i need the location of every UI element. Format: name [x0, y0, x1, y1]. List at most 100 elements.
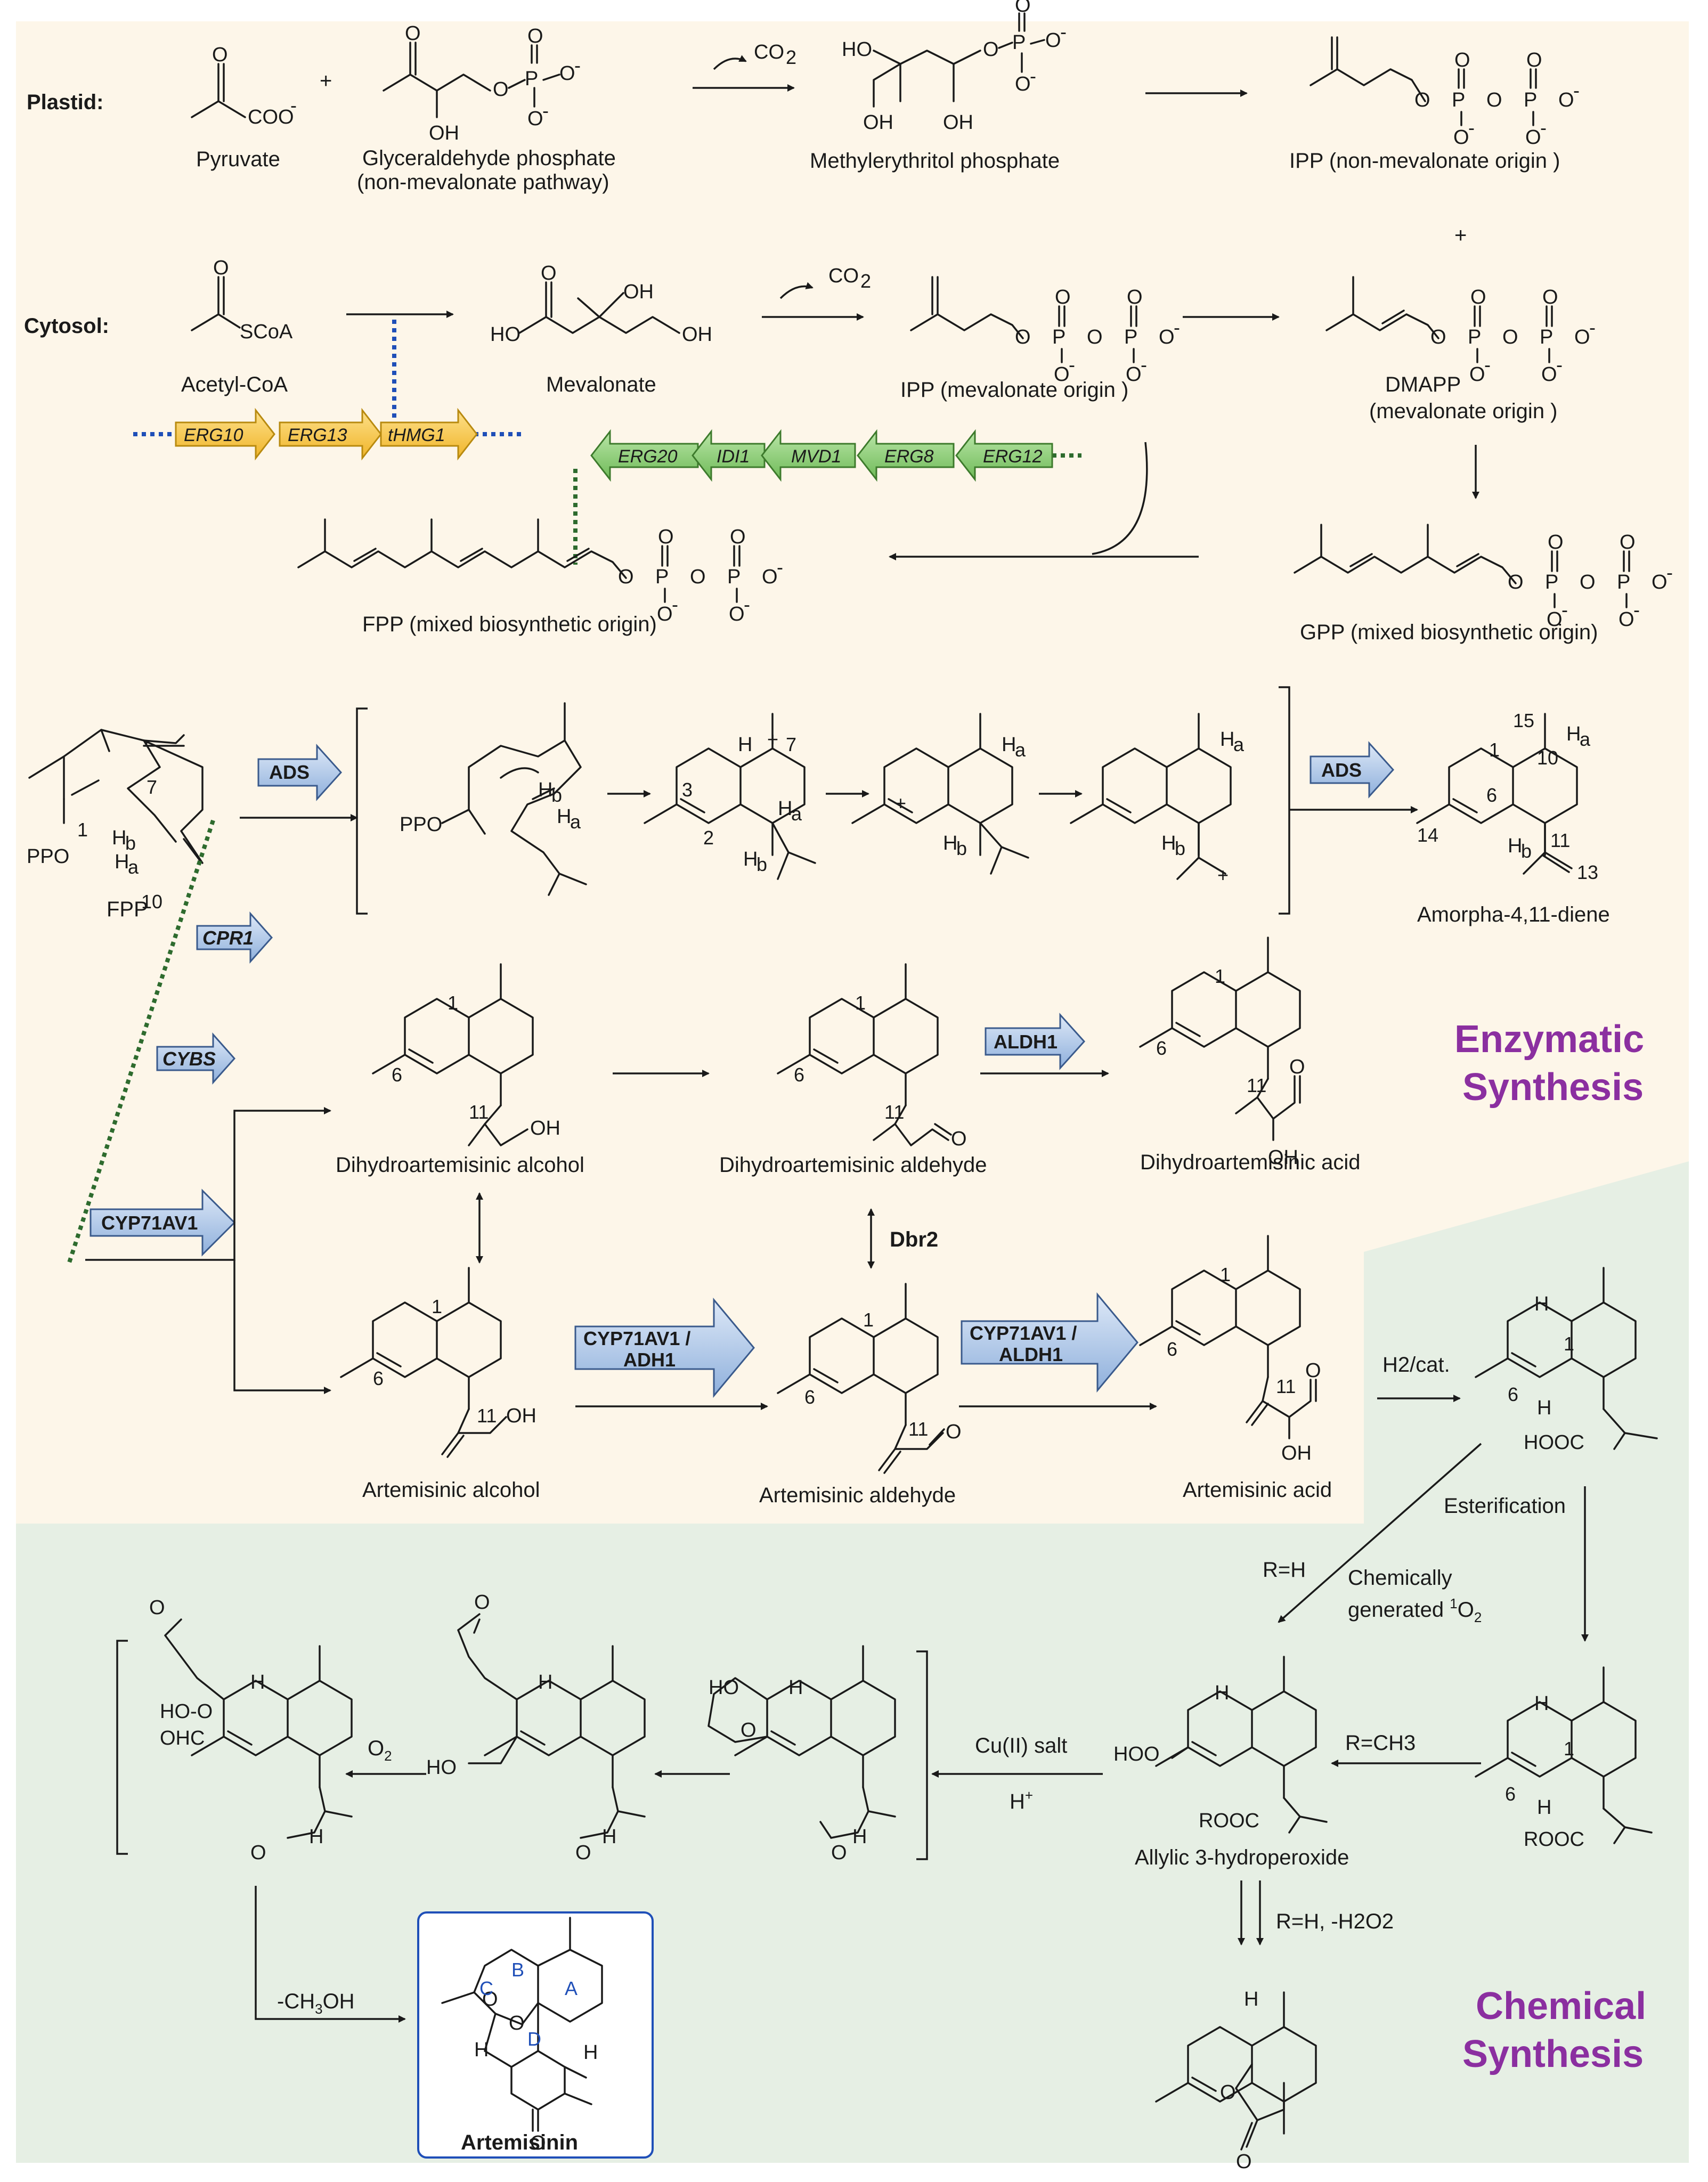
gpp-structure: O P O O- O P O O- O-: [1294, 524, 1673, 631]
h2cat-label: H2/cat.: [1382, 1353, 1450, 1377]
svg-text:P: P: [1052, 326, 1066, 348]
acetylcoa-structure: O SCoA: [191, 257, 293, 343]
dmapp-label-1: DMAPP: [1385, 373, 1461, 396]
svg-text:+: +: [895, 792, 906, 814]
svg-text:O: O: [1620, 531, 1636, 553]
svg-text:IDI1: IDI1: [717, 446, 750, 467]
svg-text:-: -: [1030, 65, 1036, 87]
svg-text:13: 13: [1577, 861, 1598, 883]
chem-gen-2: generated 1O2: [1348, 1595, 1482, 1625]
svg-text:H: H: [1537, 1796, 1551, 1819]
svg-text:O: O: [1127, 286, 1143, 308]
svg-text:6: 6: [1505, 1783, 1516, 1805]
svg-text:O: O: [1126, 363, 1142, 386]
svg-text:P: P: [1124, 326, 1137, 348]
svg-text:ADS: ADS: [1321, 759, 1362, 781]
svg-text:P: P: [727, 566, 741, 588]
svg-text:O: O: [1470, 286, 1486, 308]
svg-text:OH: OH: [943, 111, 973, 134]
svg-text:O: O: [762, 566, 778, 588]
aa-aldehyde-label: Artemisinic aldehyde: [759, 1484, 956, 1507]
svg-text:OH: OH: [623, 281, 654, 303]
dmapp-structure: O P O O- O P O O- O-: [1325, 276, 1596, 386]
svg-text:OH: OH: [1281, 1442, 1312, 1464]
mevalonate-label: Mevalonate: [546, 373, 656, 396]
svg-text:HOO: HOO: [1113, 1743, 1160, 1765]
svg-text:-: -: [1468, 117, 1475, 139]
chemical-background: [16, 1524, 1689, 2163]
svg-text:PPO: PPO: [27, 845, 69, 868]
svg-text:10: 10: [1537, 747, 1558, 769]
svg-text:H: H: [309, 1826, 323, 1848]
svg-text:O: O: [730, 526, 746, 548]
intermediate-3-structure: [851, 713, 1029, 875]
svg-text:SCoA: SCoA: [240, 321, 293, 343]
svg-text:P: P: [1540, 326, 1553, 348]
svg-text:O: O: [1055, 286, 1071, 308]
svg-text:6: 6: [794, 1064, 804, 1086]
ipp-mev-structure: O P O O- O P O O- O-: [910, 276, 1180, 386]
svg-text:+: +: [1217, 864, 1229, 886]
svg-text:-: -: [1573, 79, 1580, 101]
svg-text:ERG8: ERG8: [884, 446, 934, 467]
svg-text:O: O: [1652, 571, 1668, 593]
lactone-structure: [1155, 1991, 1317, 2151]
svg-text:O: O: [527, 25, 543, 47]
svg-text:H: H: [583, 2041, 598, 2064]
svg-text:ROOC: ROOC: [1524, 1828, 1584, 1851]
svg-text:11: 11: [1550, 829, 1570, 851]
aa-acid-label: Artemisinic acid: [1183, 1478, 1332, 1502]
svg-text:O: O: [1548, 531, 1564, 553]
svg-text:O: O: [831, 1842, 847, 1864]
svg-text:11: 11: [1276, 1375, 1296, 1397]
svg-text:b: b: [125, 832, 136, 854]
svg-text:a: a: [570, 811, 581, 833]
enzymatic-label-2: Synthesis: [1462, 1066, 1644, 1109]
svg-text:OH: OH: [863, 111, 893, 134]
svg-text:6: 6: [392, 1064, 402, 1086]
enol-ether-structure: [707, 1645, 896, 1839]
svg-text:1: 1: [1215, 965, 1225, 987]
svg-text:HO: HO: [709, 1676, 739, 1699]
svg-text:a: a: [1233, 734, 1245, 755]
gene-arrow-erg13: ERG13: [279, 408, 382, 461]
svg-text:O: O: [1054, 363, 1070, 386]
svg-text:O: O: [559, 62, 575, 85]
svg-text:HO: HO: [490, 323, 520, 346]
svg-text:1: 1: [448, 992, 458, 1014]
svg-text:-: -: [1540, 117, 1547, 139]
svg-text:O: O: [1618, 608, 1634, 631]
svg-text:11: 11: [469, 1101, 489, 1123]
svg-text:O: O: [527, 108, 543, 130]
svg-text:O: O: [1236, 2151, 1252, 2173]
svg-text:-: -: [1174, 316, 1180, 338]
svg-text:O: O: [741, 1719, 757, 1741]
svg-text:a: a: [1580, 728, 1591, 750]
aa-aldehyde-structure: [777, 1283, 945, 1474]
svg-text:H: H: [112, 827, 126, 849]
peroxide-structure: [164, 1618, 353, 1839]
svg-text:-: -: [1633, 599, 1640, 621]
chem-gen-1: Chemically: [1348, 1566, 1452, 1590]
svg-text:O: O: [1541, 363, 1557, 386]
ipp-mev-label: IPP (mevalonate origin ): [900, 378, 1128, 402]
intermediate-4-structure: [1070, 713, 1232, 880]
svg-text:O: O: [1542, 286, 1558, 308]
svg-text:H: H: [778, 797, 792, 820]
svg-text:-: -: [1666, 561, 1673, 583]
hydroperoxide-label: Allylic 3-hydroperoxide: [1135, 1846, 1349, 1869]
rh2-label: R=H, -H2O2: [1276, 1910, 1394, 1933]
svg-text:14: 14: [1417, 824, 1438, 846]
svg-text:CYP71AV1: CYP71AV1: [101, 1212, 198, 1234]
svg-text:H: H: [474, 2039, 489, 2061]
enzymatic-label-1: Enzymatic: [1454, 1018, 1644, 1061]
ring-b: B: [511, 1959, 524, 1981]
svg-text:O: O: [946, 1421, 962, 1443]
svg-text:MVD1: MVD1: [791, 446, 841, 467]
plastid-label: Plastid:: [27, 91, 103, 114]
svg-text:P: P: [1617, 571, 1630, 593]
mevalonate-structure: HO O OH OH: [490, 262, 712, 346]
plus-sign: +: [320, 69, 332, 93]
svg-text:CYP71AV1 /: CYP71AV1 /: [583, 1328, 690, 1349]
